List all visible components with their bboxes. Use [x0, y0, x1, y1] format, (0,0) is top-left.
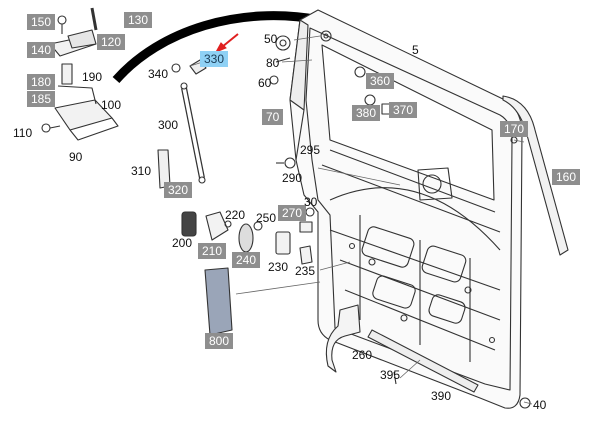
striker-210: [205, 211, 229, 241]
label-200[interactable]: 200: [172, 236, 193, 250]
callout-320[interactable]: 320: [164, 182, 193, 198]
trim-panel-800: [204, 267, 233, 336]
callout-380[interactable]: 380: [352, 105, 381, 121]
callout-130[interactable]: 130: [124, 12, 153, 28]
label-5[interactable]: 5: [412, 43, 419, 57]
callout-120[interactable]: 120: [97, 34, 126, 50]
label-190[interactable]: 190: [82, 70, 103, 84]
label-300[interactable]: 300: [158, 118, 179, 132]
window-arc: [112, 11, 321, 83]
callout-800[interactable]: 800: [205, 333, 234, 349]
actuator-230: [275, 231, 291, 255]
callout-180[interactable]: 180: [27, 74, 56, 90]
callout-270[interactable]: 270: [278, 205, 307, 221]
callout-330-highlighted[interactable]: 330: [200, 51, 229, 67]
label-110[interactable]: 110: [13, 126, 33, 140]
label-395[interactable]: 395: [380, 368, 401, 382]
callout-210[interactable]: 210: [198, 243, 227, 259]
callout-140[interactable]: 140: [27, 42, 56, 58]
label-310[interactable]: 310: [131, 164, 152, 178]
callout-185[interactable]: 185: [27, 91, 56, 107]
label-90[interactable]: 90: [69, 150, 83, 164]
label-250[interactable]: 250: [256, 211, 277, 225]
pointer-arrow: [214, 33, 239, 53]
handle-260: [325, 304, 361, 373]
label-40[interactable]: 40: [533, 398, 547, 412]
label-100[interactable]: 100: [101, 98, 122, 112]
sill-strip: [367, 329, 479, 393]
label-80[interactable]: 80: [266, 56, 280, 70]
callout-360[interactable]: 360: [366, 73, 395, 89]
callout-160[interactable]: 160: [552, 169, 581, 185]
callout-370[interactable]: 370: [389, 102, 418, 118]
latch-200: [181, 211, 197, 237]
label-295[interactable]: 295: [300, 143, 321, 157]
label-260[interactable]: 260: [352, 348, 373, 362]
label-235[interactable]: 235: [295, 264, 316, 278]
label-50[interactable]: 50: [264, 32, 278, 46]
callout-170[interactable]: 170: [500, 121, 529, 137]
label-340[interactable]: 340: [148, 67, 169, 81]
callout-240[interactable]: 240: [232, 252, 261, 268]
side-trim-strip: [502, 95, 569, 256]
callout-70[interactable]: 70: [262, 109, 284, 125]
label-290[interactable]: 290: [282, 171, 303, 185]
label-220[interactable]: 220: [225, 208, 246, 222]
label-390[interactable]: 390: [431, 389, 452, 403]
label-60[interactable]: 60: [258, 76, 272, 90]
callout-150[interactable]: 150: [27, 14, 56, 30]
label-230[interactable]: 230: [268, 260, 289, 274]
label-30[interactable]: 30: [304, 195, 318, 209]
